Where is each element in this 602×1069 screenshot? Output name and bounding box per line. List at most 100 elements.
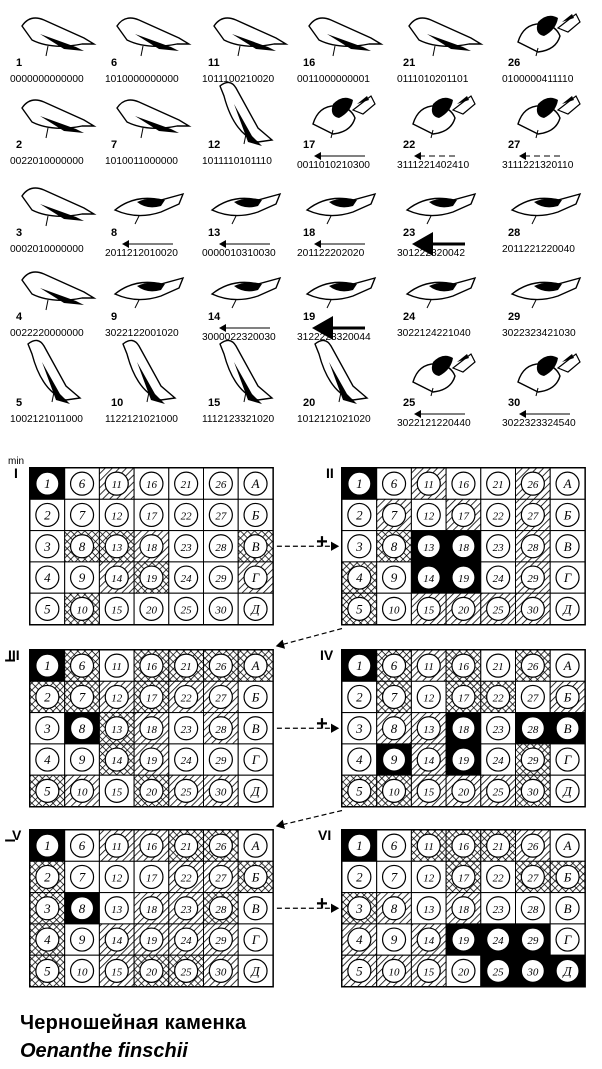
cell-circle (243, 534, 268, 559)
bird-wing (534, 282, 562, 292)
grid-cell: 24 (480, 923, 516, 956)
cell-label: 27 (527, 872, 539, 884)
bird-body (116, 99, 192, 129)
cell-circle (69, 565, 95, 590)
bird-wing (234, 362, 262, 404)
cell-label: 27 (215, 872, 227, 884)
cell-label: 19 (458, 755, 470, 767)
cell-circle (347, 565, 372, 590)
posture-code: 1011100210020 (202, 74, 274, 85)
grid-cell: 4 (29, 561, 66, 594)
cell-label: 15 (423, 786, 435, 798)
cell-label: 15 (111, 604, 123, 616)
grid-cell: 27 (203, 860, 239, 894)
posture-number: 11 (208, 57, 220, 69)
posture-number: 28 (508, 227, 520, 239)
cell-circle (139, 653, 164, 678)
cell-circle (69, 596, 95, 621)
grid-cell: 22 (168, 860, 205, 894)
cell-circle (451, 747, 476, 772)
grid-cell: 12 (98, 680, 135, 714)
caption-species-russian: Черношейная каменка (20, 1012, 247, 1034)
cell-circle (486, 927, 511, 952)
cell-circle (555, 958, 580, 983)
grid-cell: 16 (445, 467, 482, 500)
cell-label: 8 (79, 901, 86, 916)
cell-circle (451, 502, 476, 528)
cell-circle (35, 778, 60, 803)
cell-label: Г (563, 570, 572, 585)
cell-circle (416, 502, 441, 528)
posture-code: 201122202020 (297, 248, 365, 259)
grid-cell: 25 (168, 954, 205, 988)
cell-circle (486, 471, 511, 496)
bird-leg (338, 391, 342, 403)
cell-label: В (252, 721, 260, 736)
grid-cell: Б (549, 680, 586, 714)
grid-cell: 17 (133, 680, 170, 714)
bird-body (308, 17, 384, 47)
grid-cell: 28 (515, 712, 551, 745)
bird-wing (232, 34, 276, 51)
cell-label: 3 (355, 901, 363, 916)
cell-circle (69, 684, 95, 710)
grid-cell: 10 (64, 592, 100, 626)
grid-cell: 16 (133, 467, 170, 500)
cell-label: 17 (146, 692, 158, 704)
grid-cell: 21 (168, 829, 205, 862)
cell-circle (139, 716, 164, 741)
grid-cell: 22 (168, 680, 205, 714)
cell-circle (104, 565, 129, 590)
grid-cell: 20 (133, 774, 170, 808)
grid-cell: 5 (29, 954, 66, 988)
cell-circle (381, 896, 407, 921)
cell-circle (347, 896, 372, 921)
grid-cell: 13 (410, 712, 447, 745)
grid-cell: 22 (168, 498, 205, 532)
grid-cell: 28 (203, 712, 239, 745)
cell-circle (486, 778, 511, 803)
cell-label: 7 (79, 869, 86, 884)
cell-label: 13 (423, 542, 435, 554)
grid-cell: 30 (515, 592, 551, 626)
bird-body (408, 17, 484, 47)
cell-label: 20 (146, 604, 158, 616)
cell-label: 23 (181, 904, 193, 916)
cell-label: 30 (526, 786, 539, 798)
grid-cell: 29 (515, 743, 551, 776)
cell-label: 18 (146, 724, 158, 736)
cell-circle (174, 896, 199, 921)
cell-label: 22 (181, 510, 193, 522)
grid-cell: А (549, 829, 586, 862)
cell-label: 8 (391, 901, 398, 916)
bird-tail-band (457, 96, 469, 104)
grid-panel-IV: 1234567891011121314151617181920212223242… (316, 647, 586, 808)
cell-label: 21 (493, 841, 504, 853)
grid-cell: 11 (410, 829, 447, 862)
cell-circle (139, 596, 164, 621)
caption-species-latin: Oenanthe finschii (20, 1040, 188, 1062)
bird-wing (431, 97, 453, 118)
cell-circle (69, 747, 95, 772)
cell-circle (520, 596, 545, 621)
bird-wing (429, 282, 457, 292)
cell-circle (104, 833, 129, 858)
grid-cell: 5 (341, 592, 378, 626)
cell-label: 27 (215, 510, 227, 522)
grid-cell: 19 (445, 743, 482, 776)
grid-cell: 10 (64, 954, 100, 988)
cell-label: 17 (146, 872, 158, 884)
cell-circle (555, 596, 580, 621)
cell-label: 4 (356, 932, 363, 947)
grid-cell: 21 (168, 649, 205, 682)
cell-label: 28 (215, 724, 227, 736)
cell-circle (69, 958, 95, 983)
cell-label: Д (249, 601, 260, 616)
cell-label: А (251, 476, 260, 491)
grid-cell: 3 (341, 530, 378, 563)
grid-cell: 24 (168, 561, 205, 594)
grid-cell: 28 (203, 530, 239, 563)
cell-label: Б (251, 869, 260, 884)
grid-cell: 18 (133, 530, 170, 563)
